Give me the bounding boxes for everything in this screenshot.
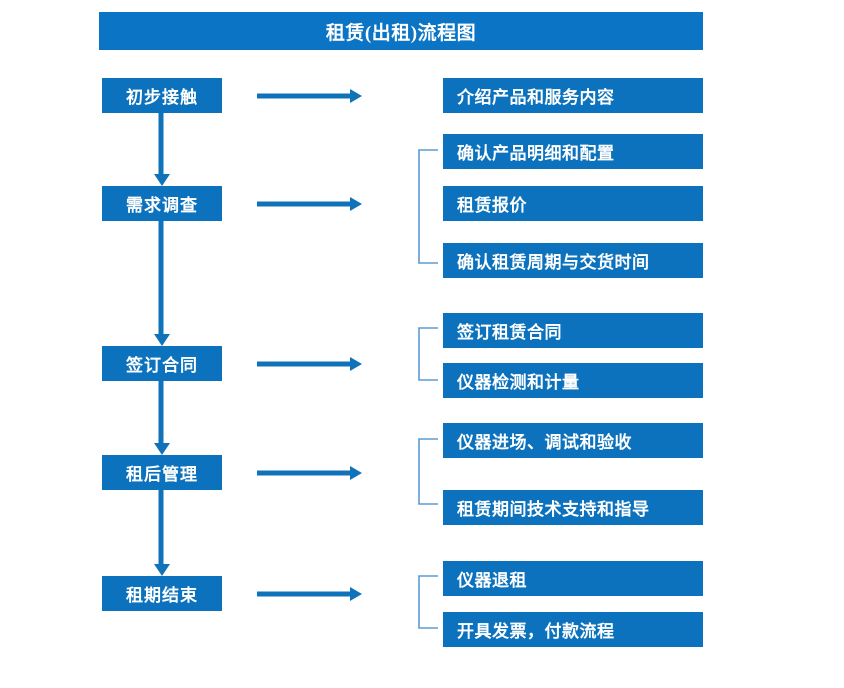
stage-box-label: 初步接触	[126, 88, 198, 107]
detail-box[interactable]: 仪器退租	[443, 561, 703, 596]
stage-box[interactable]: 租期结束	[102, 576, 222, 611]
stage-box[interactable]: 初步接触	[102, 78, 222, 113]
detail-box[interactable]: 介绍产品和服务内容	[443, 78, 703, 113]
detail-box-label: 仪器检测和计量	[457, 373, 580, 392]
stage-box-label: 租后管理	[126, 465, 198, 484]
detail-box-label: 确认产品明细和配置	[457, 144, 615, 163]
detail-box-label: 开具发票，付款流程	[457, 622, 615, 641]
detail-box[interactable]: 确认租赁周期与交货时间	[443, 243, 703, 278]
stage-box-label: 需求调查	[126, 196, 198, 215]
detail-box-label: 租赁报价	[457, 196, 527, 215]
detail-box[interactable]: 租赁期间技术支持和指导	[443, 490, 703, 525]
flow-arrow-right	[257, 355, 362, 373]
flow-arrow-right	[257, 87, 362, 105]
stage-box-label: 租期结束	[126, 586, 198, 605]
detail-box-label: 介绍产品和服务内容	[457, 88, 615, 107]
flow-arrow-down	[153, 113, 171, 186]
detail-box[interactable]: 开具发票，付款流程	[443, 612, 703, 647]
detail-box[interactable]: 租赁报价	[443, 186, 703, 221]
stage-box-label: 签订合同	[126, 356, 198, 375]
flow-arrow-right	[257, 464, 362, 482]
detail-box[interactable]: 仪器进场、调试和验收	[443, 423, 703, 458]
detail-box-label: 确认租赁周期与交货时间	[457, 253, 650, 272]
detail-box[interactable]: 仪器检测和计量	[443, 363, 703, 398]
detail-box-label: 签订租赁合同	[457, 323, 562, 342]
flow-arrow-right	[257, 195, 362, 213]
flow-arrow-down	[153, 221, 171, 346]
group-bracket	[416, 438, 442, 505]
detail-box[interactable]: 确认产品明细和配置	[443, 134, 703, 169]
detail-box-label: 租赁期间技术支持和指导	[457, 500, 650, 519]
flow-arrow-down	[153, 381, 171, 455]
stage-box[interactable]: 签订合同	[102, 346, 222, 381]
stage-box[interactable]: 租后管理	[102, 455, 222, 490]
group-bracket	[416, 327, 442, 381]
flow-arrow-down	[153, 490, 171, 576]
detail-box[interactable]: 签订租赁合同	[443, 313, 703, 348]
flow-arrow-right	[257, 585, 362, 603]
group-bracket	[416, 575, 442, 629]
page-title: 租赁(出租)流程图	[99, 12, 703, 50]
detail-box-label: 仪器退租	[457, 571, 527, 590]
group-bracket	[416, 149, 442, 264]
stage-box[interactable]: 需求调查	[102, 186, 222, 221]
detail-box-label: 仪器进场、调试和验收	[457, 433, 632, 452]
